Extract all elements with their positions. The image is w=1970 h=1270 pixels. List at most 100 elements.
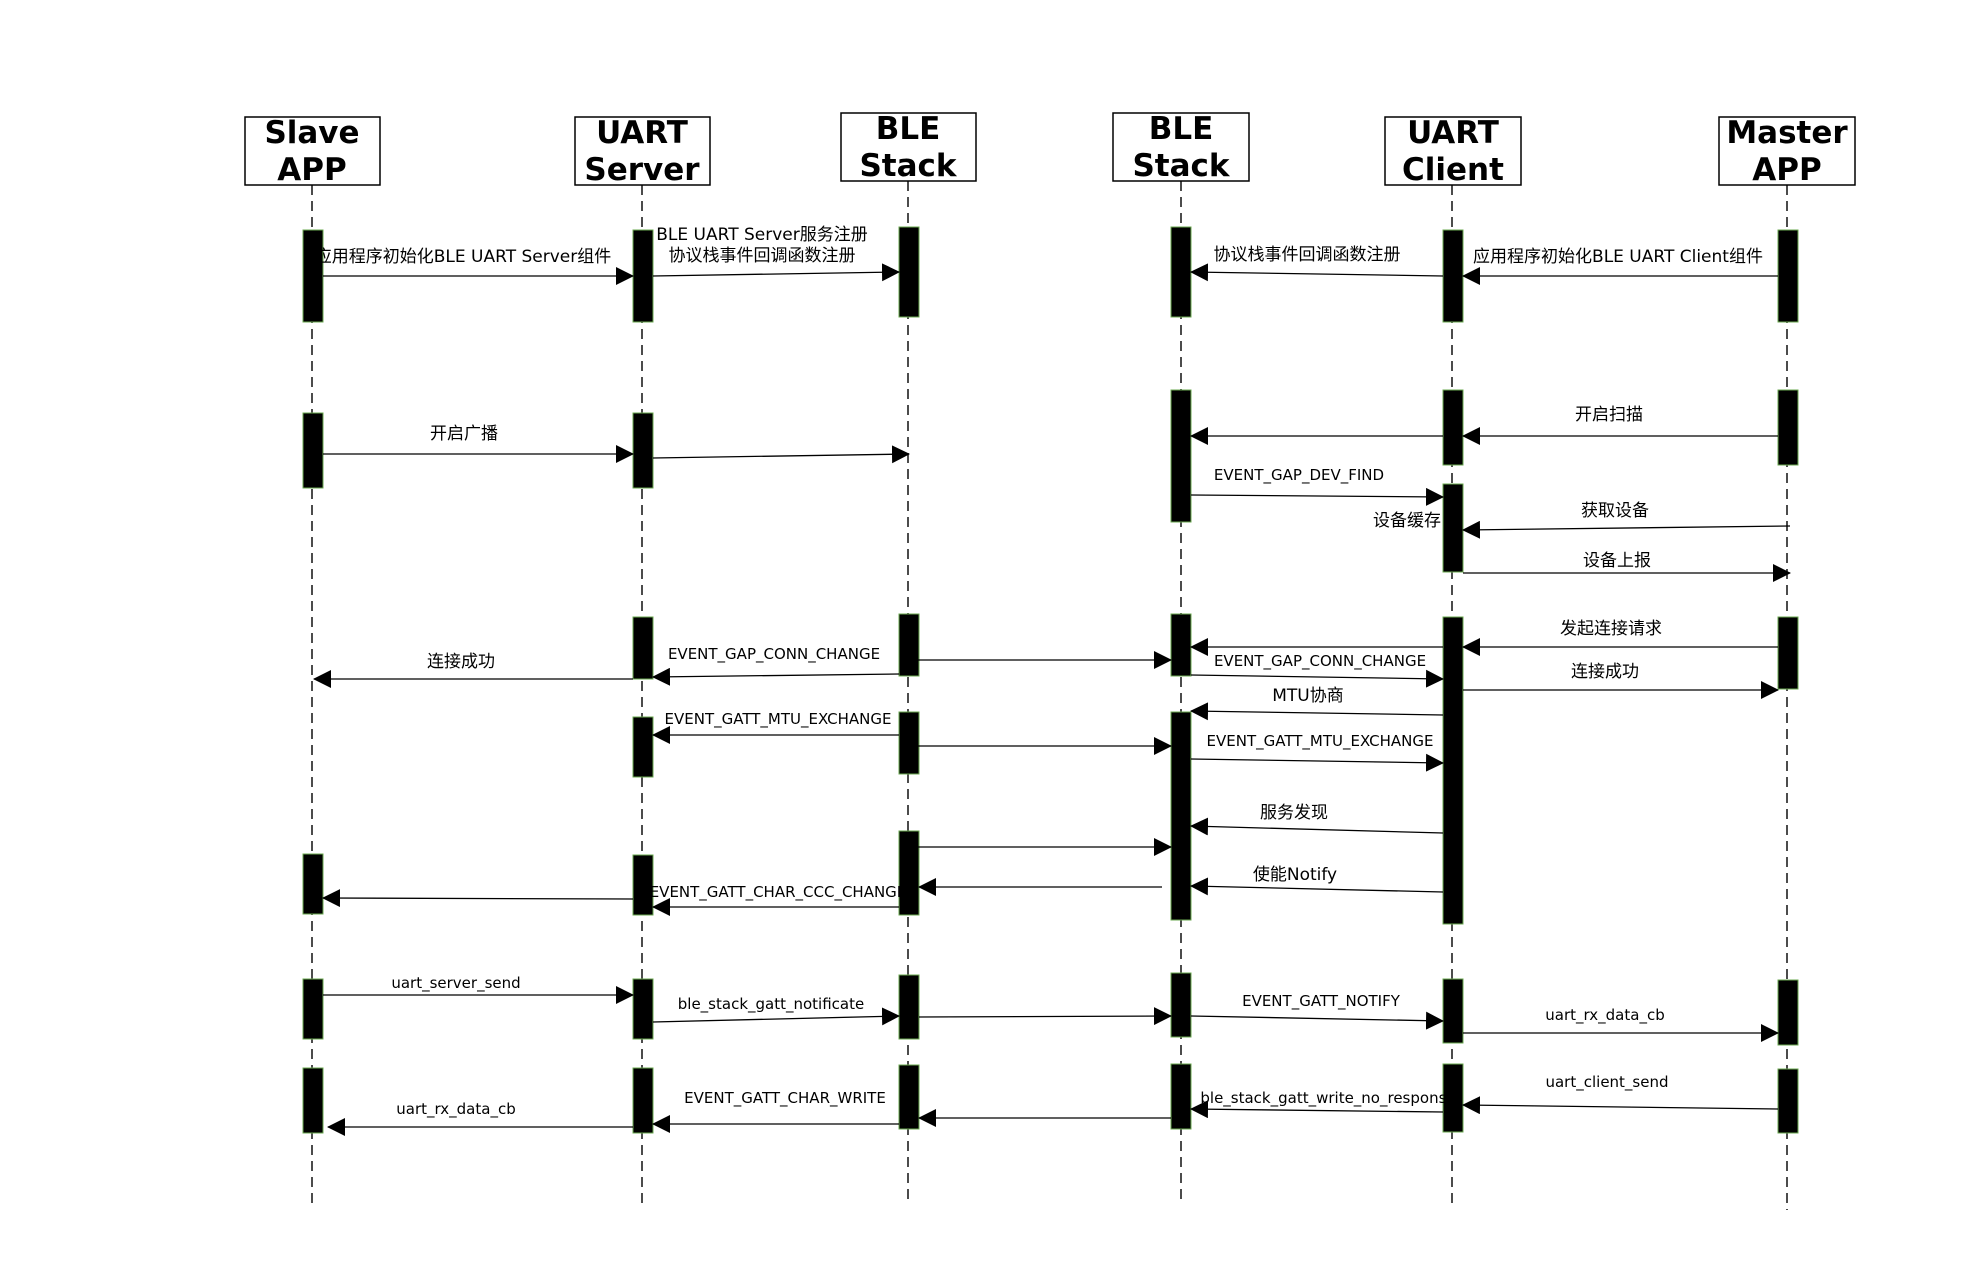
activation-bar	[1170, 226, 1192, 318]
label-init-client: 应用程序初始化BLE UART Client组件	[1473, 247, 1763, 267]
activation-bar	[632, 716, 654, 778]
activation-bar	[302, 229, 324, 323]
activation-bar	[1777, 616, 1799, 690]
activation-bar	[1777, 979, 1799, 1046]
arrow-mtu-negotiate	[1190, 702, 1444, 721]
label-client-send: uart_client_send	[1545, 1073, 1668, 1092]
participant-master-app: Master APP	[1718, 115, 1856, 188]
activation-bar	[302, 978, 324, 1040]
arrow-gatt-notify	[1190, 1011, 1444, 1030]
activation-bar	[302, 853, 324, 915]
label-enable-notify: 使能Notify	[1253, 864, 1337, 885]
activation-bar	[632, 854, 654, 916]
label-start-adv: 开启广播	[430, 424, 498, 444]
participant-uart-client-line2: Client	[1402, 152, 1504, 188]
label-callback-register-right: 协议栈事件回调函数注册	[1214, 245, 1401, 265]
participant-ble-stack-right-line1: BLE	[1149, 111, 1214, 147]
participant-ble-stack-left-line1: BLE	[876, 111, 941, 147]
activation-bar	[898, 613, 920, 677]
activation-bar	[632, 978, 654, 1040]
activation-bar	[1442, 229, 1464, 323]
label-rx-cb-master: uart_rx_data_cb	[1545, 1006, 1664, 1025]
participant-uart-server-line2: Server	[584, 152, 700, 188]
arrow-enable-notify	[1190, 877, 1444, 896]
participant-master-line2: APP	[1752, 152, 1821, 188]
participant-headers: Slave APP UART Server BLE Stack BLE Stac…	[244, 111, 1856, 188]
activation-bar	[632, 229, 654, 323]
activation-bar	[1442, 616, 1464, 925]
label-mtu-exchange-left: EVENT_GATT_MTU_EXCHANGE	[665, 710, 892, 729]
label-conn-success-right: 连接成功	[1571, 662, 1639, 682]
activation-bar	[1170, 613, 1192, 677]
label-gatt-notify: EVENT_GATT_NOTIFY	[1242, 992, 1401, 1011]
participant-uart-server: UART Server	[574, 115, 711, 188]
arrow-adv-to-stack	[652, 445, 910, 464]
label-service-register: BLE UART Server服务注册	[656, 225, 867, 245]
label-gatt-notificate: ble_stack_gatt_notificate	[678, 995, 864, 1014]
label-char-write: EVENT_GATT_CHAR_WRITE	[684, 1089, 886, 1108]
label-mtu-exchange-right: EVENT_GATT_MTU_EXCHANGE	[1207, 732, 1434, 751]
activation-bar	[898, 711, 920, 775]
activation-bar	[302, 1067, 324, 1134]
label-device-cache: 设备缓存	[1373, 511, 1441, 531]
label-get-device: 获取设备	[1581, 501, 1649, 521]
arrow-ccc-to-slave	[322, 889, 634, 908]
participant-slave-line1: Slave	[264, 115, 359, 151]
arrow-dev-find	[1190, 487, 1444, 506]
arrow-conn-change-left	[652, 667, 900, 686]
message-labels: 应用程序初始化BLE UART Server组件 BLE UART Server…	[315, 225, 1763, 1119]
activation-bar	[1170, 1063, 1192, 1130]
participant-master-line1: Master	[1726, 115, 1848, 151]
label-mtu-negotiate: MTU协商	[1272, 686, 1344, 706]
activation-bar	[1170, 711, 1192, 921]
activation-bar	[1170, 972, 1192, 1038]
label-conn-request: 发起连接请求	[1560, 619, 1662, 639]
participant-ble-stack-right: BLE Stack	[1112, 111, 1250, 184]
label-rx-cb-slave: uart_rx_data_cb	[396, 1100, 515, 1119]
arrow-get-device	[1462, 520, 1791, 539]
label-write-no-response: ble_stack_gatt_write_no_response	[1200, 1089, 1455, 1108]
message-arrows	[313, 263, 1791, 1136]
activation-bar	[898, 1064, 920, 1130]
activation-bar	[898, 226, 920, 318]
activation-bar	[1777, 1068, 1799, 1134]
label-init-server: 应用程序初始化BLE UART Server组件	[315, 247, 611, 267]
label-start-scan: 开启扫描	[1575, 405, 1643, 425]
activation-bar	[632, 412, 654, 489]
arrow-callback-register-right	[1190, 263, 1444, 282]
participant-ble-stack-left-line2: Stack	[859, 148, 957, 184]
label-device-report: 设备上报	[1583, 551, 1651, 571]
arrow-stack-link-5	[918, 1007, 1172, 1026]
participant-uart-client-line1: UART	[1407, 115, 1499, 151]
label-conn-change-left: EVENT_GAP_CONN_CHANGE	[668, 645, 880, 664]
arrow-mtu-exchange-right	[1190, 753, 1444, 772]
participant-uart-client: UART Client	[1384, 115, 1522, 188]
lifelines	[311, 181, 1788, 1210]
label-dev-find: EVENT_GAP_DEV_FIND	[1214, 466, 1384, 485]
label-conn-success-left: 连接成功	[427, 652, 495, 672]
arrow-conn-change-right	[1190, 669, 1444, 688]
participant-uart-server-line1: UART	[596, 115, 688, 151]
activation-bar	[1442, 978, 1464, 1044]
label-conn-change-right: EVENT_GAP_CONN_CHANGE	[1214, 652, 1426, 671]
participant-slave-app: Slave APP	[244, 115, 381, 188]
arrow-client-send	[1462, 1096, 1779, 1115]
arrow-gatt-notificate	[652, 1007, 900, 1026]
participant-ble-stack-left: BLE Stack	[840, 111, 977, 184]
label-server-send: uart_server_send	[391, 974, 520, 993]
participant-ble-stack-right-line2: Stack	[1132, 148, 1230, 184]
activation-bar	[632, 616, 654, 680]
label-callback-register-left: 协议栈事件回调函数注册	[669, 246, 856, 266]
activation-bar	[1442, 483, 1464, 573]
arrow-write-no-response	[1190, 1100, 1444, 1119]
activation-bar	[1442, 389, 1464, 466]
activation-bar	[1777, 229, 1799, 323]
participant-slave-line2: APP	[277, 152, 346, 188]
arrow-service-register	[652, 263, 900, 282]
activation-bar	[1777, 389, 1799, 466]
activation-bar	[898, 830, 920, 916]
label-service-discover: 服务发现	[1260, 803, 1328, 823]
activation-bar	[1170, 389, 1192, 523]
